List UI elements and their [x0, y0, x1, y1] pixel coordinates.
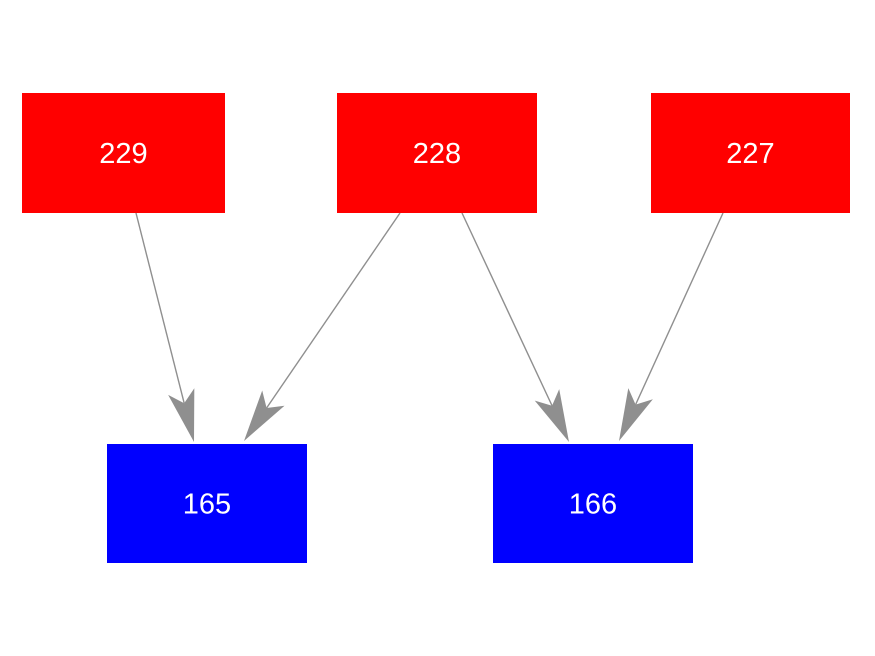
arrowhead-icon — [168, 388, 195, 442]
node-label: 228 — [413, 138, 461, 170]
node-rect — [337, 93, 537, 213]
node-166: 166 — [493, 444, 693, 563]
edge-line — [634, 212, 724, 405]
node-label: 165 — [183, 489, 231, 521]
node-165: 165 — [107, 444, 307, 563]
edge-227-166 — [619, 212, 724, 441]
node-rect — [107, 444, 307, 563]
node-label: 166 — [569, 489, 617, 521]
edge-228-166 — [461, 212, 569, 442]
edge-228-165 — [244, 212, 401, 441]
arrowhead-icon — [619, 388, 653, 441]
node-rect — [22, 93, 225, 213]
node-229: 229 — [22, 93, 225, 213]
edge-line — [461, 212, 553, 407]
node-label: 227 — [726, 138, 774, 170]
arrowhead-icon — [244, 390, 285, 441]
edge-line — [266, 212, 401, 409]
node-rect — [651, 93, 850, 213]
edge-229-165 — [135, 212, 195, 442]
node-rect — [493, 444, 693, 563]
arrowhead-icon — [534, 389, 569, 442]
edge-line — [135, 212, 185, 404]
node-228: 228 — [337, 93, 537, 213]
node-label: 229 — [99, 138, 147, 170]
node-227: 227 — [651, 93, 850, 213]
